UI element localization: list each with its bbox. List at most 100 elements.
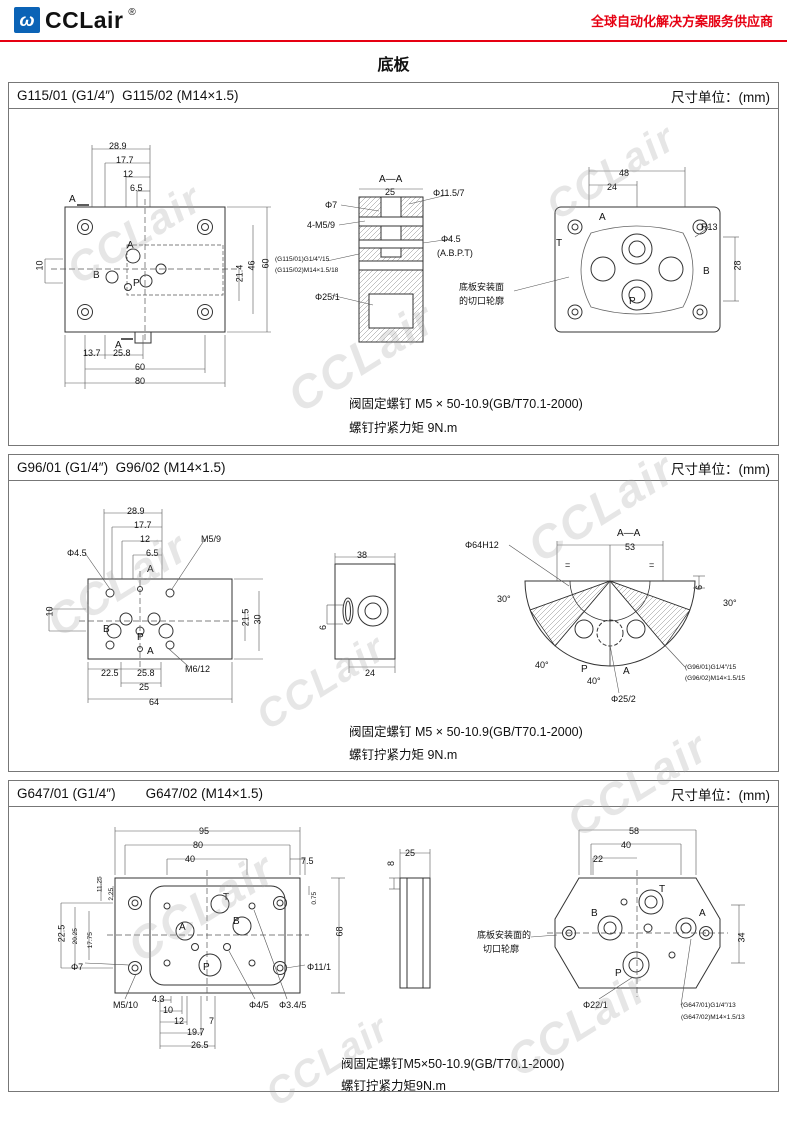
dim-label: 底板安装面 (459, 282, 505, 292)
dim-label: 0.75 (311, 891, 319, 905)
dim-label: P (629, 296, 636, 307)
dim-label: A (179, 922, 186, 933)
dim-label: A (147, 646, 154, 657)
dim-label: 10 (163, 1005, 174, 1015)
dim-label: 21.5 (240, 608, 251, 627)
brand-logo-icon: ω (14, 7, 40, 33)
dim-label: B (103, 624, 110, 635)
dim-label: P (203, 962, 210, 973)
dim-label: 13.7 (83, 348, 101, 358)
dim-label: Φ11.5/7 (433, 188, 465, 198)
dim-label: 40 (185, 854, 196, 864)
dim-label: = (649, 560, 655, 570)
brand-name: CCLair (45, 7, 124, 33)
dim-label: 25 (385, 187, 396, 197)
dim-label: 25.8 (137, 668, 155, 678)
g96-drawing (48, 509, 705, 703)
registered-mark-icon: ® (128, 7, 136, 18)
dim-label: A (599, 212, 606, 223)
dim-label: P (137, 632, 144, 643)
dim-label: 60 (260, 258, 271, 269)
dim-label: B (703, 266, 710, 277)
dim-label: Φ7 (71, 962, 84, 972)
dim-label: B (591, 908, 598, 919)
dim-label: 25.8 (113, 348, 131, 358)
dim-label: 6 (694, 584, 705, 591)
dim-label: 8 (386, 860, 397, 867)
dim-label: 25 (405, 848, 416, 858)
dim-label: 28.9 (127, 506, 145, 516)
dim-label: T (659, 884, 666, 895)
dim-label: 68 (334, 926, 345, 937)
dim-label: T (223, 892, 230, 903)
dim-label: Φ4.5 (441, 234, 461, 244)
dim-label: Φ11/1 (307, 962, 332, 972)
dim-label: M5/9 (201, 534, 222, 544)
dim-label: 28.9 (109, 141, 127, 151)
note-torque: 螺钉拧紧力矩9N.m (341, 1079, 446, 1093)
page-title: 底板 (377, 57, 410, 74)
dim-label: M6/12 (185, 664, 211, 674)
dim-label: P (615, 968, 622, 979)
section-title: G96/01 (G1/4″) G96/02 (M14×1.5) (17, 460, 226, 475)
dim-label: 12 (140, 534, 151, 544)
dim-label: = (565, 560, 571, 570)
section-g96: G96/01 (G1/4″) G96/02 (M14×1.5) 尺寸单位：(mm… (8, 454, 779, 772)
dim-label: 28 (732, 260, 743, 271)
dim-label: A (623, 666, 630, 677)
dim-label: Φ4.5 (67, 548, 87, 558)
dim-label: (G96/01)G1/4″/15 (685, 664, 737, 671)
dim-label: 10 (44, 606, 55, 617)
dim-label: 60 (135, 362, 146, 372)
dim-label: 80 (135, 376, 146, 386)
dim-label: 17.75 (86, 932, 94, 949)
note-screw: 阀固定螺钉 M5 × 50-10.9(GB/T70.1-2000) (349, 725, 583, 739)
dim-label: 26.5 (191, 1040, 209, 1050)
dim-label: 12 (123, 169, 134, 179)
dim-label: 切口轮廓 (483, 944, 520, 954)
section-g115-header: G115/01 (G1/4″) G115/02 (M14×1.5) 尺寸单位：(… (9, 83, 778, 109)
g647-drawing (60, 827, 745, 1049)
dim-label: 6.5 (146, 548, 159, 558)
dim-label: (G647/01)G1/4″/13 (681, 1002, 736, 1009)
note-torque: 螺钉拧紧力矩 9N.m (349, 748, 458, 762)
dim-label: 17.7 (134, 520, 152, 530)
dim-label: 40 (621, 840, 632, 850)
section-g647: G647/01 (G1/4″) G647/02 (M14×1.5) 尺寸单位：(… (8, 780, 779, 1094)
header: ω CCLair ® 全球自动化解决方案服务供应商 (0, 0, 787, 42)
dim-label: Φ7 (325, 200, 338, 210)
dim-label: T (556, 238, 563, 249)
dim-label: Φ3.4/5 (279, 1000, 307, 1010)
dim-label: 20.25 (71, 928, 79, 945)
dim-label: A—A (617, 528, 641, 539)
dim-label: 38 (357, 550, 368, 560)
dim-label: (G647/02)M14×1.5/13 (681, 1014, 745, 1021)
dim-label: 底板安装面的 (477, 930, 532, 940)
section-title: G115/01 (G1/4″) G115/02 (M14×1.5) (17, 88, 239, 103)
dim-label: 21.4 (234, 264, 245, 283)
drawing-area-g647: 阀固定螺钉M5×50-10.9(GB/T70.1-2000) 螺钉拧紧力矩9N.… (9, 807, 778, 1094)
dim-label: 17.7 (116, 155, 134, 165)
dim-label: 22.5 (56, 924, 67, 943)
drawing-area-g115: 阀固定螺钉 M5 × 50-10.9(GB/T70.1-2000) 螺钉拧紧力矩… (9, 109, 778, 445)
dim-label: 7 (209, 1016, 215, 1026)
dim-label: B (93, 270, 100, 281)
dim-label: 34 (736, 932, 747, 943)
dim-label: A (127, 240, 134, 251)
dim-label: 30° (497, 594, 511, 604)
dim-label: A (147, 564, 154, 575)
dim-label: 80 (193, 840, 204, 850)
section-unit: 尺寸单位：(mm) (671, 787, 770, 803)
section-g647-header: G647/01 (G1/4″) G647/02 (M14×1.5) 尺寸单位：(… (9, 781, 778, 807)
dim-label: 的切口轮廓 (459, 296, 505, 306)
dim-label: (G115/02)M14×1.5/18 (275, 267, 339, 274)
note-screw: 阀固定螺钉 M5 × 50-10.9(GB/T70.1-2000) (349, 397, 583, 411)
section-unit: 尺寸单位：(mm) (671, 461, 770, 477)
dim-label: 64 (149, 697, 160, 707)
dim-label: 4.3 (152, 994, 165, 1004)
dim-label: Φ25/2 (611, 694, 636, 704)
dim-label: P (133, 278, 140, 289)
dim-label: 11.25 (96, 876, 104, 893)
dim-label: 46 (246, 260, 257, 271)
dim-label: B (233, 916, 240, 927)
